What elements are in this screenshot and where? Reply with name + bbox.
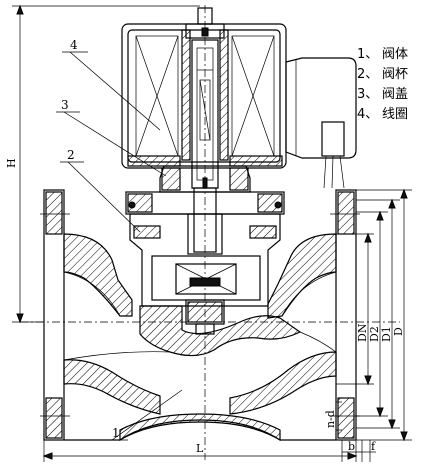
legend-text-2: 阀杯	[382, 67, 408, 82]
bolt-and-flange-dims	[336, 400, 376, 462]
coil-assembly	[121, 7, 287, 189]
dim-label-dn: DN	[356, 323, 369, 342]
legend-text-4: 线圈	[382, 107, 408, 122]
valve-cup	[129, 213, 281, 335]
dim-label-d2: D2	[368, 326, 381, 342]
dimension-l	[42, 440, 358, 462]
callout-2: 2	[67, 148, 75, 162]
dimension-h	[12, 4, 200, 324]
callout-4: 4	[70, 38, 78, 52]
dim-label-l: L	[196, 442, 204, 455]
dim-label-f: f	[371, 440, 376, 453]
terminal-box	[285, 57, 357, 189]
dim-label-d1: D1	[380, 326, 393, 342]
legend-num-3: 3、	[357, 87, 378, 102]
callout-leaders	[56, 51, 183, 441]
legend-text-3: 阀盖	[382, 87, 408, 102]
callout-1: 1	[112, 426, 120, 440]
diameter-dimensions	[336, 188, 412, 442]
legend-num-4: 4、	[357, 107, 378, 122]
dim-label-b: b	[348, 440, 355, 453]
dim-label-nd: n-d	[324, 410, 337, 428]
valve-body	[40, 189, 360, 442]
legend-num-1: 1、	[357, 47, 378, 62]
callout-3: 3	[61, 98, 69, 112]
parts-legend: 1、 阀体 2、 阀杯 3、 阀盖 4、 线圈	[357, 47, 408, 122]
dim-label-d: D	[392, 327, 405, 336]
legend-num-2: 2、	[357, 67, 378, 82]
valve-cover	[125, 165, 285, 255]
dim-label-h: H	[5, 158, 18, 168]
legend-text-1: 阀体	[382, 47, 408, 62]
